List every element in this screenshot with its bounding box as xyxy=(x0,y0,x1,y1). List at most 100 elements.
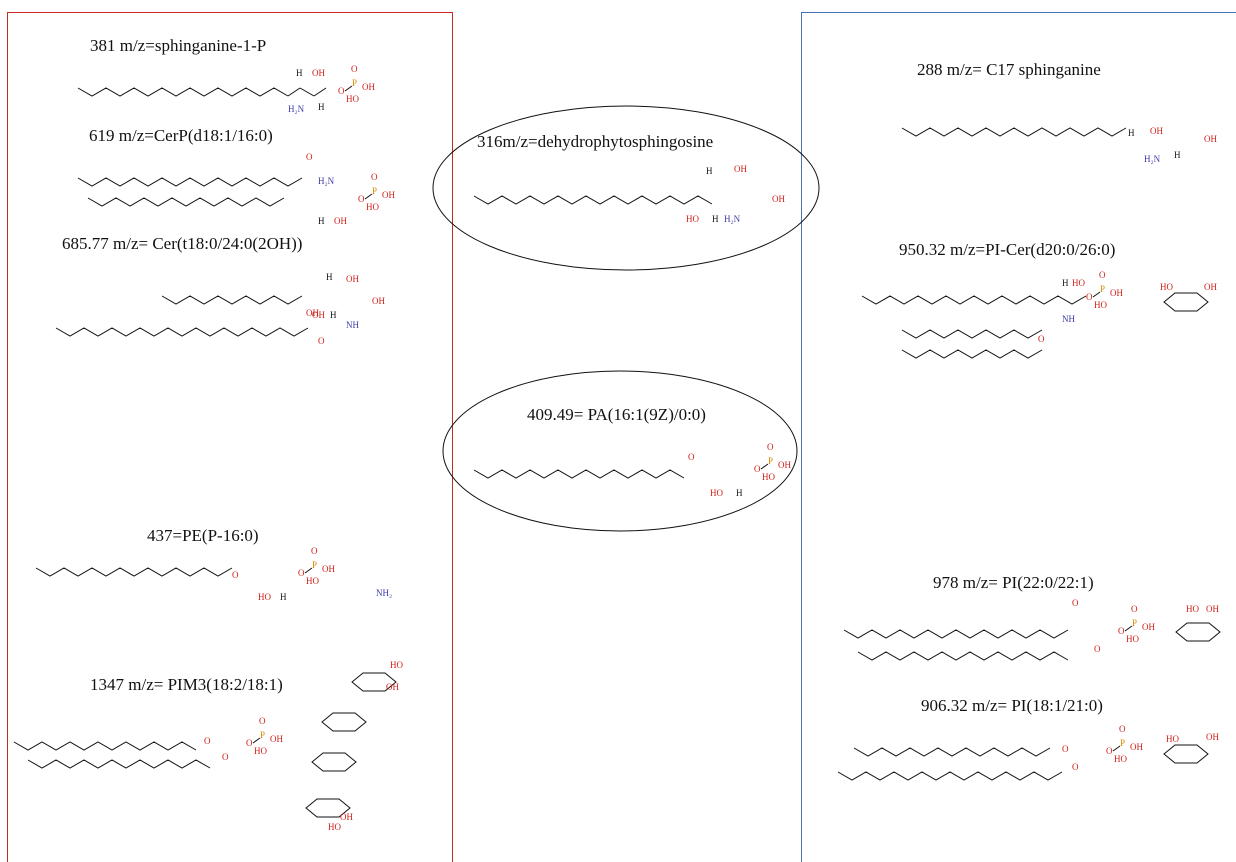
atom-oh: OH xyxy=(1150,126,1163,136)
atom-oh: OH xyxy=(346,274,359,284)
atom-h: H xyxy=(706,166,713,176)
atom-oh: OH xyxy=(306,308,319,318)
atom-oh: OH xyxy=(312,310,325,320)
chain-pi-cer-acyl-a xyxy=(901,329,1043,339)
phos-pi-1-oh: OH xyxy=(1142,622,1155,632)
chain-pe xyxy=(35,567,233,577)
phos-pi-1-bond xyxy=(1124,625,1133,632)
phos-pi-cer-ho: HO xyxy=(1094,300,1107,310)
pim3-ring-3 xyxy=(311,752,357,772)
chain-dehydrophytosphingosine xyxy=(473,195,713,205)
label-pe: 437=PE(P-16:0) xyxy=(147,526,259,545)
chain-cer-acyl xyxy=(55,327,309,337)
atom-oh: OH xyxy=(340,812,353,822)
atom-o: O xyxy=(1072,598,1079,608)
chain-pim3-a xyxy=(13,741,197,751)
atom-ho: HO xyxy=(1186,604,1199,614)
phos-pim3-o: O xyxy=(246,738,253,748)
chain-cerp-sphingoid xyxy=(87,197,285,207)
atom-h: H xyxy=(1174,150,1181,160)
left-panel-border xyxy=(7,12,453,862)
chain-c17-sphinganine xyxy=(901,127,1127,137)
atom-ho: HO xyxy=(1166,734,1179,744)
phos-pi-1-o: O xyxy=(1118,626,1125,636)
bond xyxy=(299,87,315,97)
phos-pim3-bond xyxy=(252,737,261,744)
atom-h: H xyxy=(296,68,303,78)
ellipse-bottom xyxy=(442,370,798,532)
phos-pa-o: O xyxy=(754,464,761,474)
atom-h2n: H₂N xyxy=(318,176,335,186)
label-cerp: 619 m/z=CerP(d18:1/16:0) xyxy=(89,126,273,145)
label-sphinganine-1-p: 381 m/z=sphinganine-1-P xyxy=(90,36,267,55)
phos-pa-bond xyxy=(760,463,769,470)
atom-h: H xyxy=(318,102,325,112)
phos-pim3-ho: HO xyxy=(254,746,267,756)
bond xyxy=(313,87,327,97)
phos-cerp-o-top: O xyxy=(371,172,378,182)
atom-oh: OH xyxy=(1204,134,1217,144)
phos-pi-cer-o: O xyxy=(1086,292,1093,302)
label-pa: 409.49= PA(16:1(9Z)/0:0) xyxy=(527,405,706,424)
atom-o: O xyxy=(1038,334,1045,344)
pi-1-inositol xyxy=(1175,622,1221,642)
chain-pa xyxy=(473,469,685,479)
atom-o: O xyxy=(318,336,325,346)
phos-s1p-o: O xyxy=(338,86,345,96)
phos-cerp-bond xyxy=(364,193,373,200)
phos-pe-o: O xyxy=(298,568,305,578)
phos-pi-1-ho: HO xyxy=(1126,634,1139,644)
phos-pa-o-top: O xyxy=(767,442,774,452)
phos-pi-cer-oh: OH xyxy=(1110,288,1123,298)
phos-s1p-ho: HO xyxy=(346,94,359,104)
label-cer: 685.77 m/z= Cer(t18:0/24:0(2OH)) xyxy=(62,234,303,253)
atom-oh: OH xyxy=(734,164,747,174)
pim3-ring-4 xyxy=(305,798,351,818)
atom-oh: OH xyxy=(1206,732,1219,742)
phos-s1p-o-top: O xyxy=(351,64,358,74)
chain-pi-2-b xyxy=(837,771,1063,781)
phos-s1p-bond xyxy=(344,85,353,92)
atom-h: H xyxy=(712,214,719,224)
chain-pim3-b xyxy=(27,759,211,769)
phos-pi-2-p: P xyxy=(1120,738,1125,748)
phos-pi-2-oh: OH xyxy=(1130,742,1143,752)
phos-pim3-oh: OH xyxy=(270,734,283,744)
label-c17-sphinganine: 288 m/z= C17 sphinganine xyxy=(917,60,1101,79)
phos-pi-2-ho: HO xyxy=(1114,754,1127,764)
phos-pi-2-o-top: O xyxy=(1119,724,1126,734)
atom-o: O xyxy=(688,452,695,462)
atom-ho: HO xyxy=(710,488,723,498)
phos-cerp-o: O xyxy=(358,194,365,204)
phos-pe-oh: OH xyxy=(322,564,335,574)
atom-nh: NH xyxy=(346,320,359,330)
chain-pi-2-a xyxy=(853,747,1051,757)
atom-oh: OH xyxy=(372,296,385,306)
atom-oh: OH xyxy=(772,194,785,204)
phos-pe-bond xyxy=(304,567,313,574)
atom-h: H xyxy=(1128,128,1135,138)
chain-pi-a xyxy=(843,629,1069,639)
atom-h2n: H₂N xyxy=(1144,154,1161,164)
atom-o: O xyxy=(1072,762,1079,772)
phos-pa-p: P xyxy=(768,456,773,466)
atom-o: O xyxy=(1062,744,1069,754)
atom-ho: HO xyxy=(258,592,271,602)
phos-pa-ho: HO xyxy=(762,472,775,482)
label-dehydrophytosphingosine: 316m/z=dehydrophytosphingosine xyxy=(477,132,714,151)
phos-pi-cer-p: P xyxy=(1100,284,1105,294)
atom-h: H xyxy=(330,310,337,320)
atom-h2n: H₂N xyxy=(288,104,305,114)
pim3-ring-1 xyxy=(351,672,397,692)
atom-h2n: H₂N xyxy=(724,214,741,224)
phos-s1p-oh: OH xyxy=(362,82,375,92)
phos-pim3-o-top: O xyxy=(259,716,266,726)
atom-h: H xyxy=(326,272,333,282)
chain-cerp-acyl xyxy=(77,177,303,187)
chain-cer-sphingoid xyxy=(161,295,303,305)
phos-pe-o-top: O xyxy=(311,546,318,556)
phos-pa-oh: OH xyxy=(778,460,791,470)
atom-o: O xyxy=(222,752,229,762)
atom-o: O xyxy=(306,152,313,162)
chain-pi-b xyxy=(857,651,1069,661)
